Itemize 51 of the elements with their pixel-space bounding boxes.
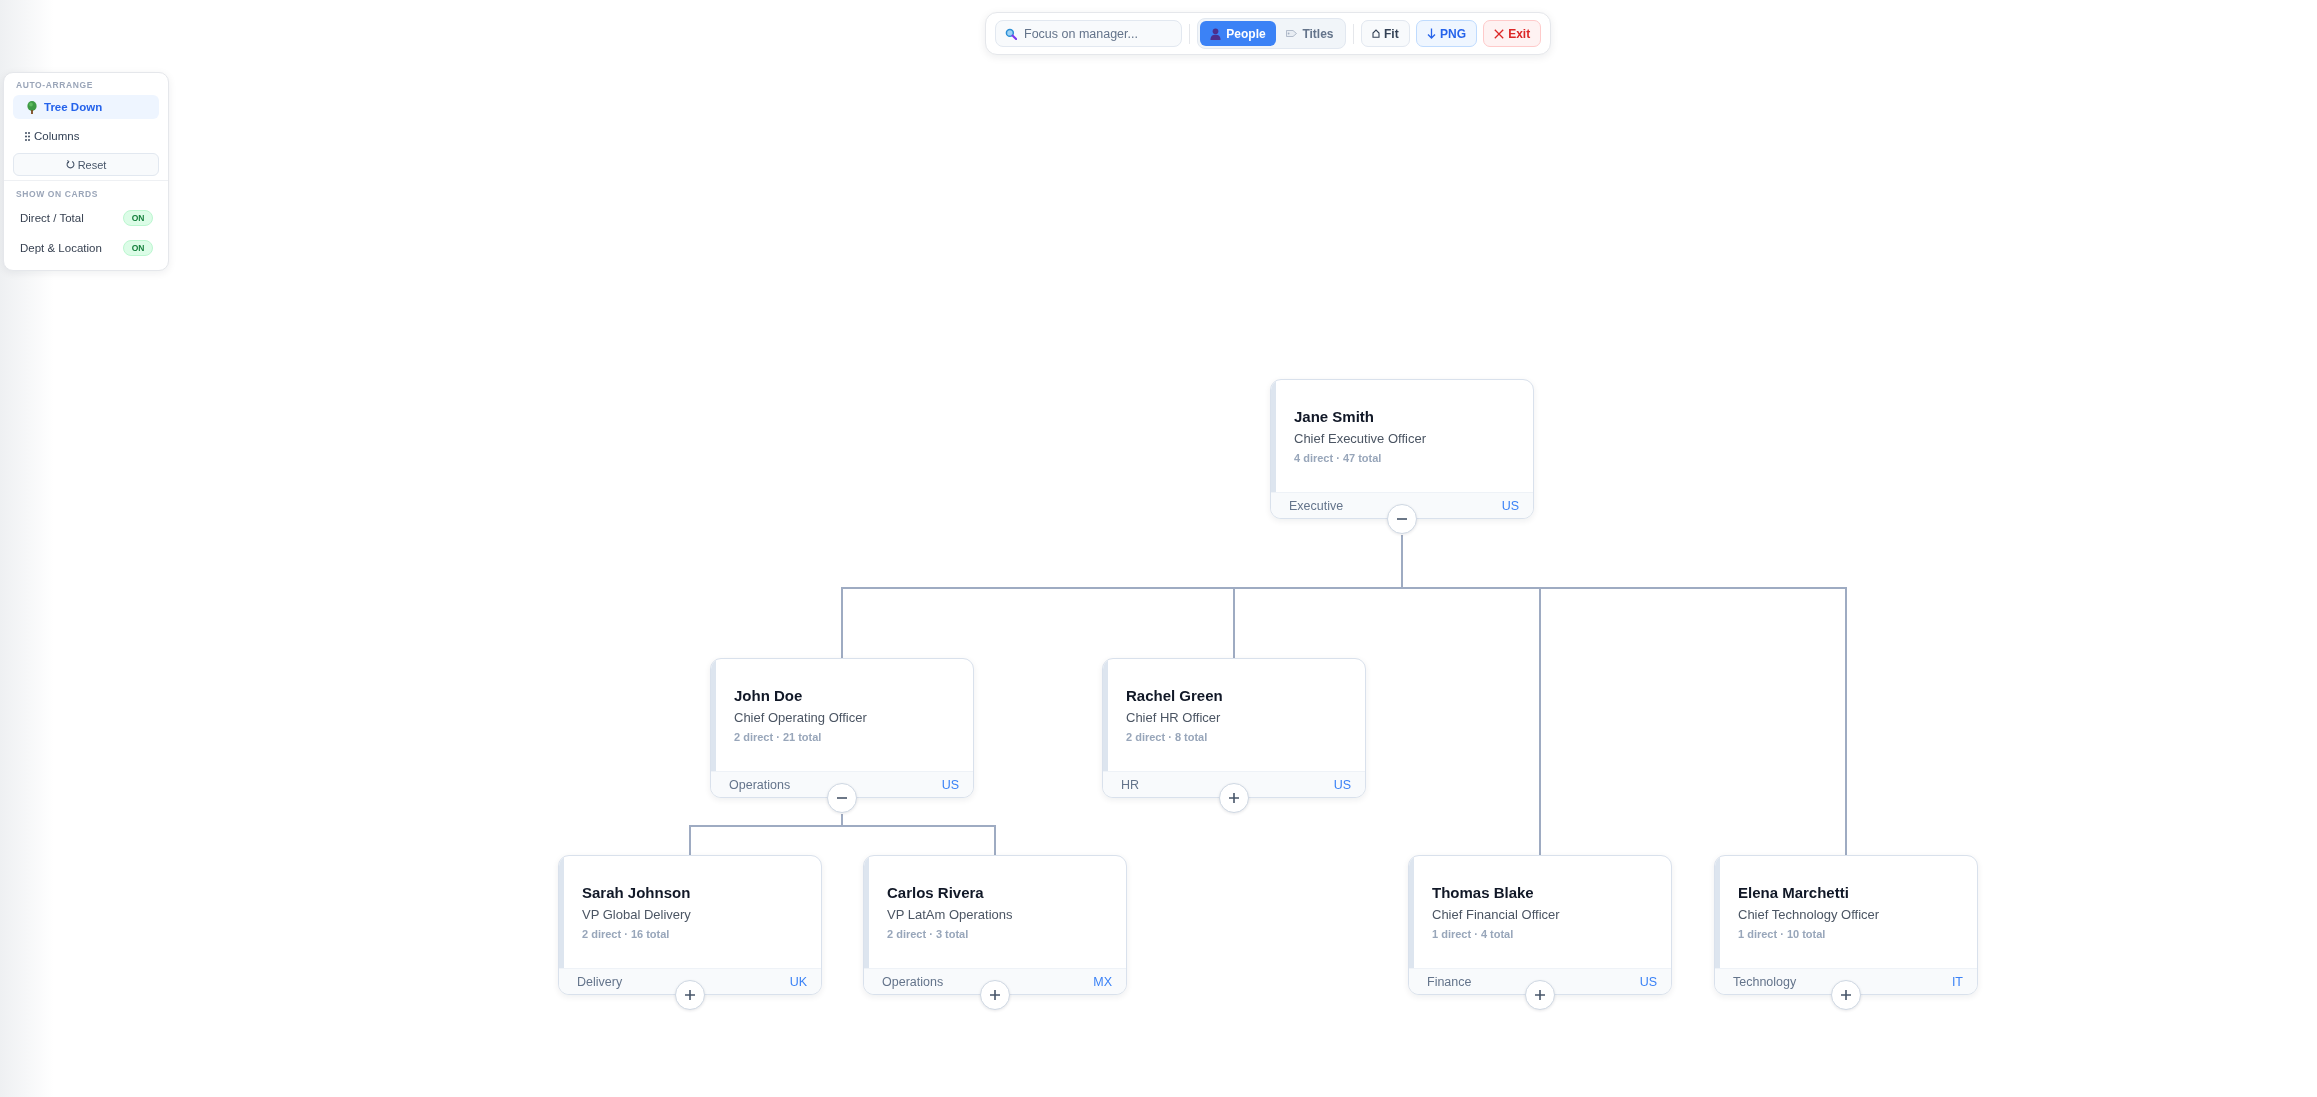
country-code: US	[941, 776, 959, 793]
person-name: Carlos Rivera	[887, 883, 984, 903]
job-title: Chief Financial Officer	[1432, 906, 1560, 923]
search-field: Focus on manager...	[995, 20, 1182, 47]
department-label: Delivery	[577, 973, 623, 990]
setting-label: Dept & Location	[20, 242, 102, 254]
country-code: MX	[1093, 973, 1112, 990]
fit-button: Fit	[1361, 20, 1410, 47]
columns-option: Columns	[13, 124, 159, 148]
titles-tab: Titles	[1277, 21, 1343, 46]
person-name: Sarah Johnson	[582, 883, 691, 903]
png-export-button: PNG	[1415, 20, 1478, 47]
person-name: Thomas Blake	[1432, 883, 1534, 903]
country-code: US	[1333, 776, 1351, 793]
report-count: 4 direct · 47 total	[1294, 451, 1382, 465]
department-label: Executive	[1289, 497, 1344, 514]
department-label: HR	[1121, 776, 1140, 793]
job-title: Chief Executive Officer	[1294, 430, 1426, 447]
country-code: US	[1501, 497, 1519, 514]
report-count: 2 direct · 3 total	[887, 927, 969, 941]
report-count: 1 direct · 10 total	[1738, 927, 1826, 941]
person-name: John Doe	[734, 686, 803, 706]
exit-button: Exit	[1483, 20, 1541, 47]
department-label: Finance	[1427, 973, 1472, 990]
report-count: 2 direct · 16 total	[582, 927, 670, 941]
job-title: VP Global Delivery	[582, 906, 691, 923]
report-count: 2 direct · 8 total	[1126, 730, 1208, 744]
job-title: Chief HR Officer	[1126, 709, 1221, 726]
person-name: Elena Marchetti	[1738, 883, 1849, 903]
job-title: Chief Operating Officer	[734, 709, 867, 726]
setting-label: Direct / Total	[20, 212, 84, 224]
section-heading: AUTO-ARRANGE	[15, 79, 93, 91]
country-code: US	[1639, 973, 1657, 990]
job-title: VP LatAm Operations	[887, 906, 1013, 923]
job-title: Chief Technology Officer	[1738, 906, 1880, 923]
country-code: IT	[1951, 973, 1963, 990]
department-label: Operations	[882, 973, 944, 990]
tree-down-option: Tree Down	[13, 95, 159, 119]
on-toggle: ON	[123, 240, 153, 256]
on-toggle: ON	[123, 210, 153, 226]
connector-line	[841, 813, 996, 856]
people-tab: People	[1200, 21, 1276, 46]
report-count: 2 direct · 21 total	[734, 730, 822, 744]
section-heading: SHOW ON CARDS	[15, 188, 98, 200]
country-code: UK	[789, 973, 807, 990]
person-name: Jane Smith	[1294, 407, 1375, 427]
report-count: 1 direct · 4 total	[1432, 927, 1514, 941]
department-label: Operations	[729, 776, 791, 793]
department-label: Technology	[1733, 973, 1797, 990]
person-name: Rachel Green	[1126, 686, 1223, 706]
reset-button: Reset	[13, 153, 159, 176]
